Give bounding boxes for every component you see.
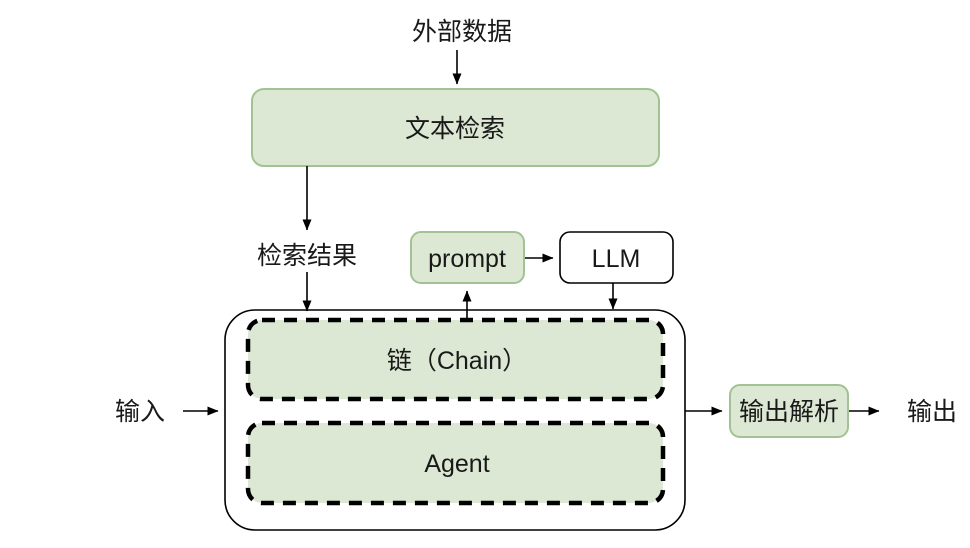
input-label: 输入 xyxy=(115,398,165,426)
retrieval-result-label: 检索结果 xyxy=(257,242,357,270)
text-retrieval-box xyxy=(251,88,660,167)
external-data-label: 外部数据 xyxy=(412,18,512,46)
agent-label: Agent xyxy=(424,450,489,478)
text-retrieval-label: 文本检索 xyxy=(405,115,505,143)
chain-box xyxy=(245,317,666,402)
chain-label: 链（Chain） xyxy=(387,347,527,375)
output-label: 输出 xyxy=(907,398,957,426)
llm-box xyxy=(559,231,674,284)
llm-label: LLM xyxy=(592,245,641,273)
prompt-box xyxy=(410,231,525,284)
prompt-label: prompt xyxy=(428,245,506,273)
output-parser-box xyxy=(729,384,849,438)
agent-box xyxy=(245,420,666,506)
output-parser-label: 输出解析 xyxy=(739,398,839,426)
